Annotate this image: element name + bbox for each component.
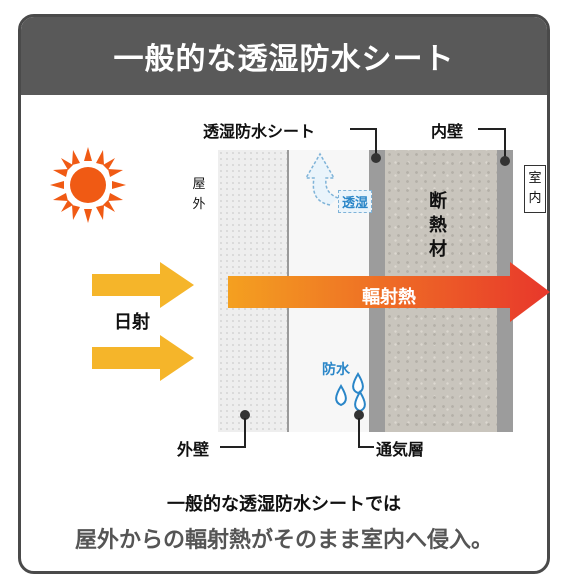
membrane-dot xyxy=(371,153,381,163)
air-layer-dot xyxy=(354,410,364,420)
membrane-callout: 透湿防水シート xyxy=(203,122,316,141)
sunlight-label: 日射 xyxy=(114,312,150,333)
radiant-heat-arrow xyxy=(228,262,550,322)
outer-wall-leader-v xyxy=(244,418,246,448)
inner-wall-leader-h xyxy=(478,128,506,130)
moisture-label: 透湿 xyxy=(338,190,373,213)
water-drops-icon xyxy=(335,372,366,412)
caption-line-2: 屋外からの輻射熱がそのまま室内へ侵入。 xyxy=(74,528,493,553)
outer-wall-leader-h xyxy=(220,446,246,448)
outer-wall-dot xyxy=(240,410,250,420)
insulation-label: 断 熱 材 xyxy=(429,191,447,260)
inner-wall-callout: 内壁 xyxy=(431,122,464,141)
sunlight-arrow-bottom xyxy=(92,335,194,381)
sun-icon xyxy=(50,147,126,223)
caption-area: 一般的な透湿防水シートでは 屋外からの輻射熱がそのまま室内へ侵入。 xyxy=(18,0,550,588)
air-layer-leader-v xyxy=(358,418,360,448)
moisture-arrow-icon xyxy=(304,152,339,206)
radiant-heat-label: 輻射熱 xyxy=(362,287,416,308)
membrane-leader-h xyxy=(350,128,377,130)
waterproof-label: 防水 xyxy=(322,362,350,378)
sunlight-arrow-top xyxy=(92,262,194,308)
inner-wall-leader-v xyxy=(504,128,506,158)
indoor-label: 室 内 xyxy=(524,165,546,213)
diagram-title: 一般的な透湿防水シート xyxy=(21,17,547,95)
outdoor-label: 屋 外 xyxy=(192,177,206,212)
air-layer-leader-h xyxy=(358,446,374,448)
inner-wall-dot xyxy=(500,156,510,166)
caption-line-1: 一般的な透湿防水シートでは xyxy=(167,494,401,515)
outer-wall-callout: 外壁 xyxy=(177,440,210,459)
membrane-leader-v xyxy=(375,128,377,156)
air-layer-callout: 通気層 xyxy=(376,440,425,459)
